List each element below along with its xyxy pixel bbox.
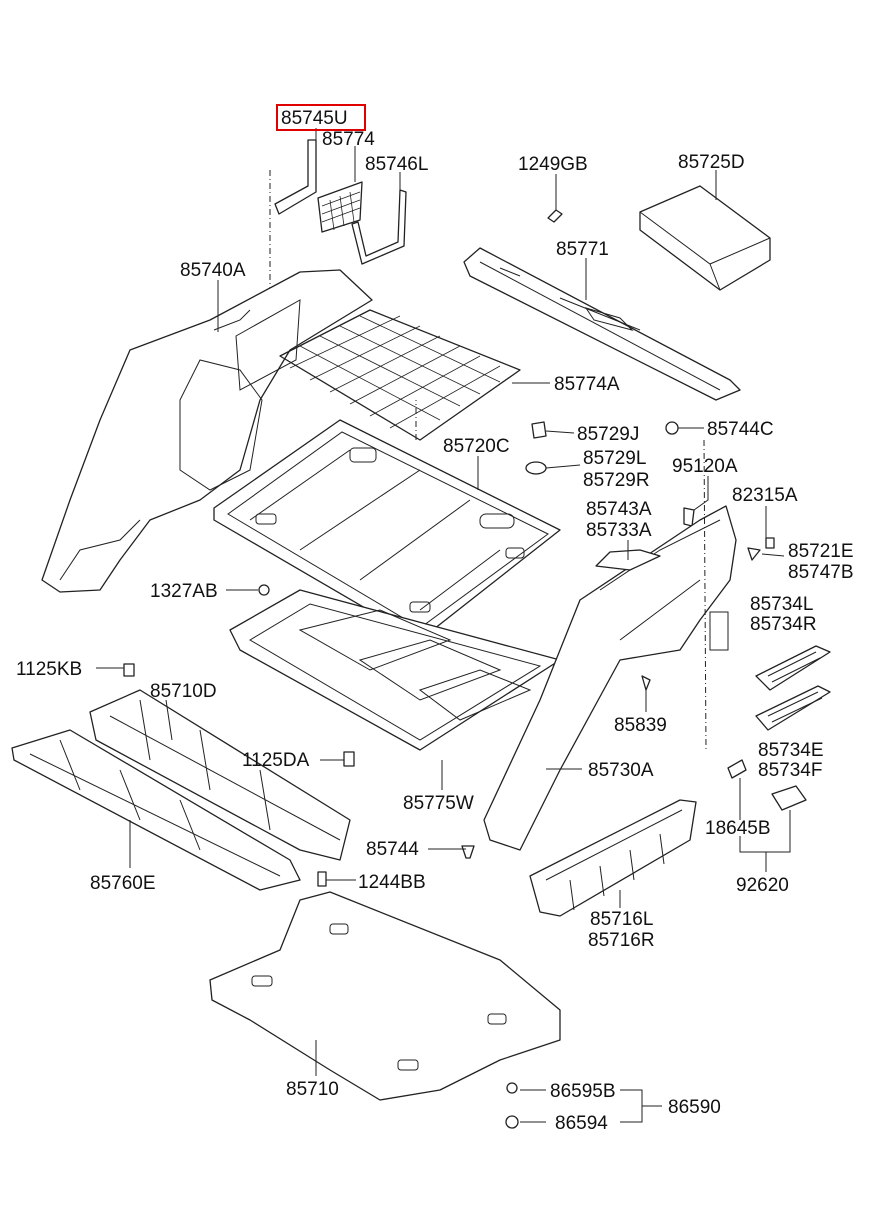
label-1327ab[interactable]: 1327AB	[150, 581, 218, 602]
label-85720c[interactable]: 85720C	[443, 436, 510, 457]
label-85729l[interactable]: 85729L	[583, 448, 646, 469]
label-85733a[interactable]: 85733A	[586, 520, 652, 541]
label-85839[interactable]: 85839	[614, 715, 667, 736]
label-18645b[interactable]: 18645B	[705, 818, 771, 839]
bulb-18645b	[727, 759, 747, 779]
label-85775w[interactable]: 85775W	[403, 793, 474, 814]
crossmember-85710d	[89, 689, 351, 861]
bolt-1249gb	[547, 209, 563, 223]
rear-panel-85760e	[11, 729, 301, 891]
label-85746l[interactable]: 85746L	[365, 154, 428, 175]
label-85729j[interactable]: 85729J	[577, 424, 639, 445]
nut-1327ab	[258, 584, 270, 596]
side-trim-85730a	[483, 505, 737, 851]
label-85725d[interactable]: 85725D	[678, 152, 745, 173]
clip-85729j	[531, 421, 547, 439]
label-85760e[interactable]: 85760E	[90, 873, 156, 894]
label-95120a[interactable]: 95120A	[672, 456, 738, 477]
highlight-box	[276, 104, 366, 131]
label-86590[interactable]: 86590	[668, 1097, 721, 1118]
label-82315a[interactable]: 82315A	[732, 485, 798, 506]
hook-85746l	[351, 189, 407, 265]
bolt-1125kb	[123, 663, 135, 677]
clip-86594	[505, 1115, 519, 1129]
clip-85839	[641, 675, 651, 691]
label-85747b[interactable]: 85747B	[788, 562, 854, 583]
label-85734f[interactable]: 85734F	[758, 760, 822, 781]
label-85710d[interactable]: 85710D	[150, 681, 217, 702]
label-1244bb[interactable]: 1244BB	[358, 872, 426, 893]
label-85734r[interactable]: 85734R	[750, 614, 817, 635]
scuff-plate-85771	[463, 247, 741, 401]
storage-box-85725d	[639, 185, 771, 291]
label-85740a[interactable]: 85740A	[180, 260, 246, 281]
grille-85734e	[755, 685, 831, 731]
clip-85744	[461, 845, 475, 859]
lamp-92620	[771, 785, 807, 811]
label-85716l[interactable]: 85716L	[590, 909, 653, 930]
floor-mat-85710	[209, 891, 561, 1101]
label-1125kb[interactable]: 1125KB	[16, 659, 82, 680]
label-85730a[interactable]: 85730A	[588, 760, 654, 781]
clip-85744c	[665, 421, 679, 435]
label-85744[interactable]: 85744	[366, 839, 419, 860]
label-85710[interactable]: 85710	[286, 1079, 339, 1100]
label-1249gb[interactable]: 1249GB	[518, 154, 588, 175]
clip-82315a	[765, 537, 775, 549]
label-85744c[interactable]: 85744C	[707, 419, 774, 440]
label-86594[interactable]: 86594	[555, 1113, 608, 1134]
floor-tray-85775w	[229, 589, 561, 751]
clip-85721e	[747, 547, 761, 561]
grille-85734l	[755, 645, 831, 691]
label-85734e[interactable]: 85734E	[758, 740, 824, 761]
label-85743a[interactable]: 85743A	[586, 499, 652, 520]
grommet-85729l	[525, 461, 547, 475]
label-85774[interactable]: 85774	[322, 129, 375, 150]
net-85774	[317, 181, 363, 233]
tray-85716l	[529, 799, 697, 917]
label-85721e[interactable]: 85721E	[788, 541, 854, 562]
label-85774a[interactable]: 85774A	[554, 374, 620, 395]
bolt-1125da	[343, 751, 355, 767]
label-1125da[interactable]: 1125DA	[242, 750, 310, 771]
label-85745u[interactable]: 85745U	[281, 108, 348, 129]
label-92620[interactable]: 92620	[736, 875, 789, 896]
label-85716r[interactable]: 85716R	[588, 930, 655, 951]
hook-85745u	[274, 139, 317, 215]
label-85734l[interactable]: 85734L	[750, 594, 813, 615]
bolt-1244bb	[317, 871, 327, 887]
leader-lines	[96, 128, 791, 1123]
label-85771[interactable]: 85771	[556, 239, 609, 260]
label-85729r[interactable]: 85729R	[583, 470, 650, 491]
screw-86595b	[506, 1082, 518, 1094]
floor-panel-85720c	[213, 419, 561, 641]
connector-95120a	[683, 507, 695, 527]
label-86595b[interactable]: 86595B	[550, 1081, 616, 1102]
cargo-net-85774a	[279, 309, 521, 441]
